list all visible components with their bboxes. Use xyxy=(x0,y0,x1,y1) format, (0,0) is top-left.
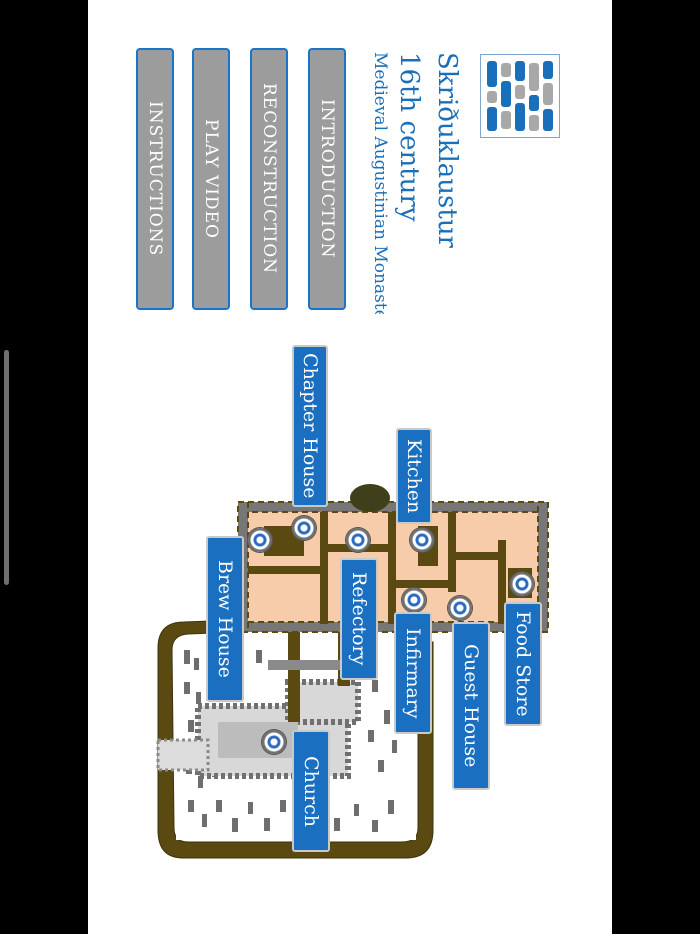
label-infirmary-text: Infirmary xyxy=(402,627,424,719)
app-screen: Skriðuklaustur 16th century Medieval Aug… xyxy=(88,0,612,934)
home-indicator[interactable] xyxy=(4,350,9,585)
marker-food-store[interactable] xyxy=(510,572,534,596)
marker-infirmary[interactable] xyxy=(402,588,426,612)
label-guest-house[interactable]: Guest House xyxy=(452,622,490,790)
century-label: 16th century xyxy=(394,52,424,222)
introduction-button-label: INTRODUCTION xyxy=(317,99,337,259)
play-video-button-label: PLAY VIDEO xyxy=(201,119,221,239)
label-food-store[interactable]: Food Store xyxy=(504,602,542,726)
logo xyxy=(480,54,560,138)
marker-chapter-house[interactable] xyxy=(292,516,316,540)
label-chapter-house[interactable]: Chapter House xyxy=(292,345,328,507)
monastery-ruins xyxy=(237,484,549,722)
marker-refectory[interactable] xyxy=(346,528,370,552)
app-title: Skriðuklaustur xyxy=(432,52,462,248)
label-food-store-text: Food Store xyxy=(512,611,534,717)
instructions-button-label: INSTRUCTIONS xyxy=(145,101,165,257)
subtitle: Medieval Augustinian Monastery xyxy=(370,52,390,314)
label-guest-house-text: Guest House xyxy=(460,644,482,768)
instructions-button[interactable]: INSTRUCTIONS xyxy=(136,48,174,310)
logo-graphic xyxy=(487,61,553,131)
label-refectory-text: Refectory xyxy=(348,572,370,666)
introduction-button[interactable]: INTRODUCTION xyxy=(308,48,346,310)
reconstruction-button[interactable]: RECONSTRUCTION xyxy=(250,48,288,310)
reconstruction-button-label: RECONSTRUCTION xyxy=(259,83,279,275)
marker-church[interactable] xyxy=(262,730,286,754)
label-brew-house[interactable]: Brew House xyxy=(206,536,244,702)
marker-guest-house[interactable] xyxy=(448,596,472,620)
label-church[interactable]: Church xyxy=(292,730,330,852)
play-video-button[interactable]: PLAY VIDEO xyxy=(192,48,230,310)
label-kitchen-text: Kitchen xyxy=(403,438,425,514)
label-refectory[interactable]: Refectory xyxy=(340,558,378,680)
label-chapter-house-text: Chapter House xyxy=(299,353,321,499)
label-church-text: Church xyxy=(300,755,322,827)
label-infirmary[interactable]: Infirmary xyxy=(394,612,432,734)
label-brew-house-text: Brew House xyxy=(214,560,236,678)
marker-kitchen[interactable] xyxy=(410,528,434,552)
marker-brew-house[interactable] xyxy=(248,528,272,552)
label-kitchen[interactable]: Kitchen xyxy=(396,428,432,524)
